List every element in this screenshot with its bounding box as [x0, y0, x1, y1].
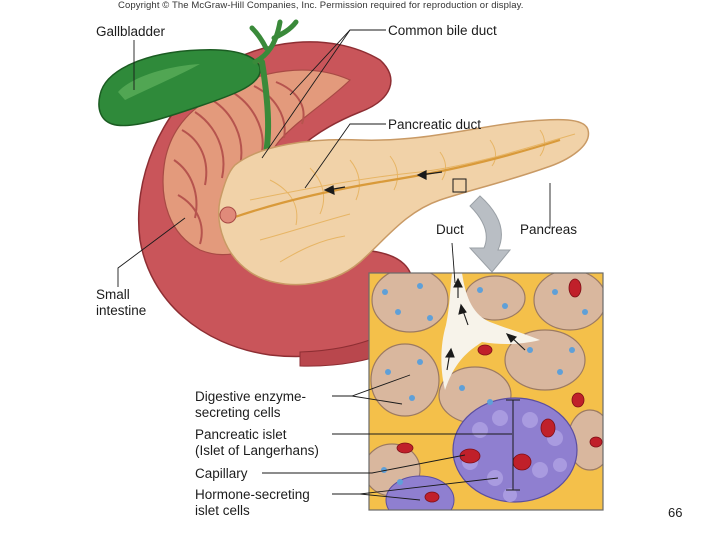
pancreas-label: Pancreas [520, 222, 578, 237]
zoom-arrow [468, 195, 512, 273]
capillary-label: Capillary [195, 466, 248, 481]
gallbladder-label: Gallbladder [96, 24, 166, 39]
small-intestine-label-line2: intestine [96, 303, 147, 318]
small-intestine-label-line1: Small [96, 287, 130, 302]
cell-nuclei [381, 283, 588, 485]
pancreas-shape [218, 118, 590, 286]
tissue-inset [369, 273, 603, 510]
digestive-enzyme-label-line2: secreting cells [195, 405, 281, 420]
hepatic-ducts [249, 19, 299, 65]
magnified-region-marker [452, 178, 467, 193]
inset-flow-arrows [445, 277, 526, 371]
leader-lines [117, 29, 551, 501]
islet-bracket [506, 399, 520, 491]
pancreatic-islet-label-line1: Pancreatic islet [195, 427, 287, 442]
duct-lumens [441, 273, 540, 390]
pancreas-lobules [249, 129, 576, 263]
digestive-enzyme-label-line1: Digestive enzyme- [195, 389, 307, 404]
duct-label: Duct [436, 222, 464, 237]
pancreatic-islet-label-line2: (Islet of Langerhans) [195, 443, 319, 458]
gallbladder-highlight [118, 64, 200, 100]
hepatopancreatic-ampulla [219, 206, 237, 224]
capillaries [396, 278, 603, 503]
flow-arrows [323, 170, 443, 195]
intestinal-folds [173, 81, 305, 245]
pancreatic-duct-shape [231, 138, 561, 220]
gallbladder-shape [98, 49, 261, 127]
hormone-secreting-label-line1: Hormone-secreting [195, 487, 310, 502]
copyright-notice: Copyright © The McGraw-Hill Companies, I… [118, 0, 524, 11]
hormone-secreting-label-line2: islet cells [195, 503, 250, 518]
pancreatic-duct-label: Pancreatic duct [388, 117, 482, 132]
acini [369, 273, 603, 497]
common-bile-duct-label: Common bile duct [388, 23, 497, 38]
slide-number: 66 [668, 505, 683, 520]
tissue-inset-border [368, 272, 604, 511]
